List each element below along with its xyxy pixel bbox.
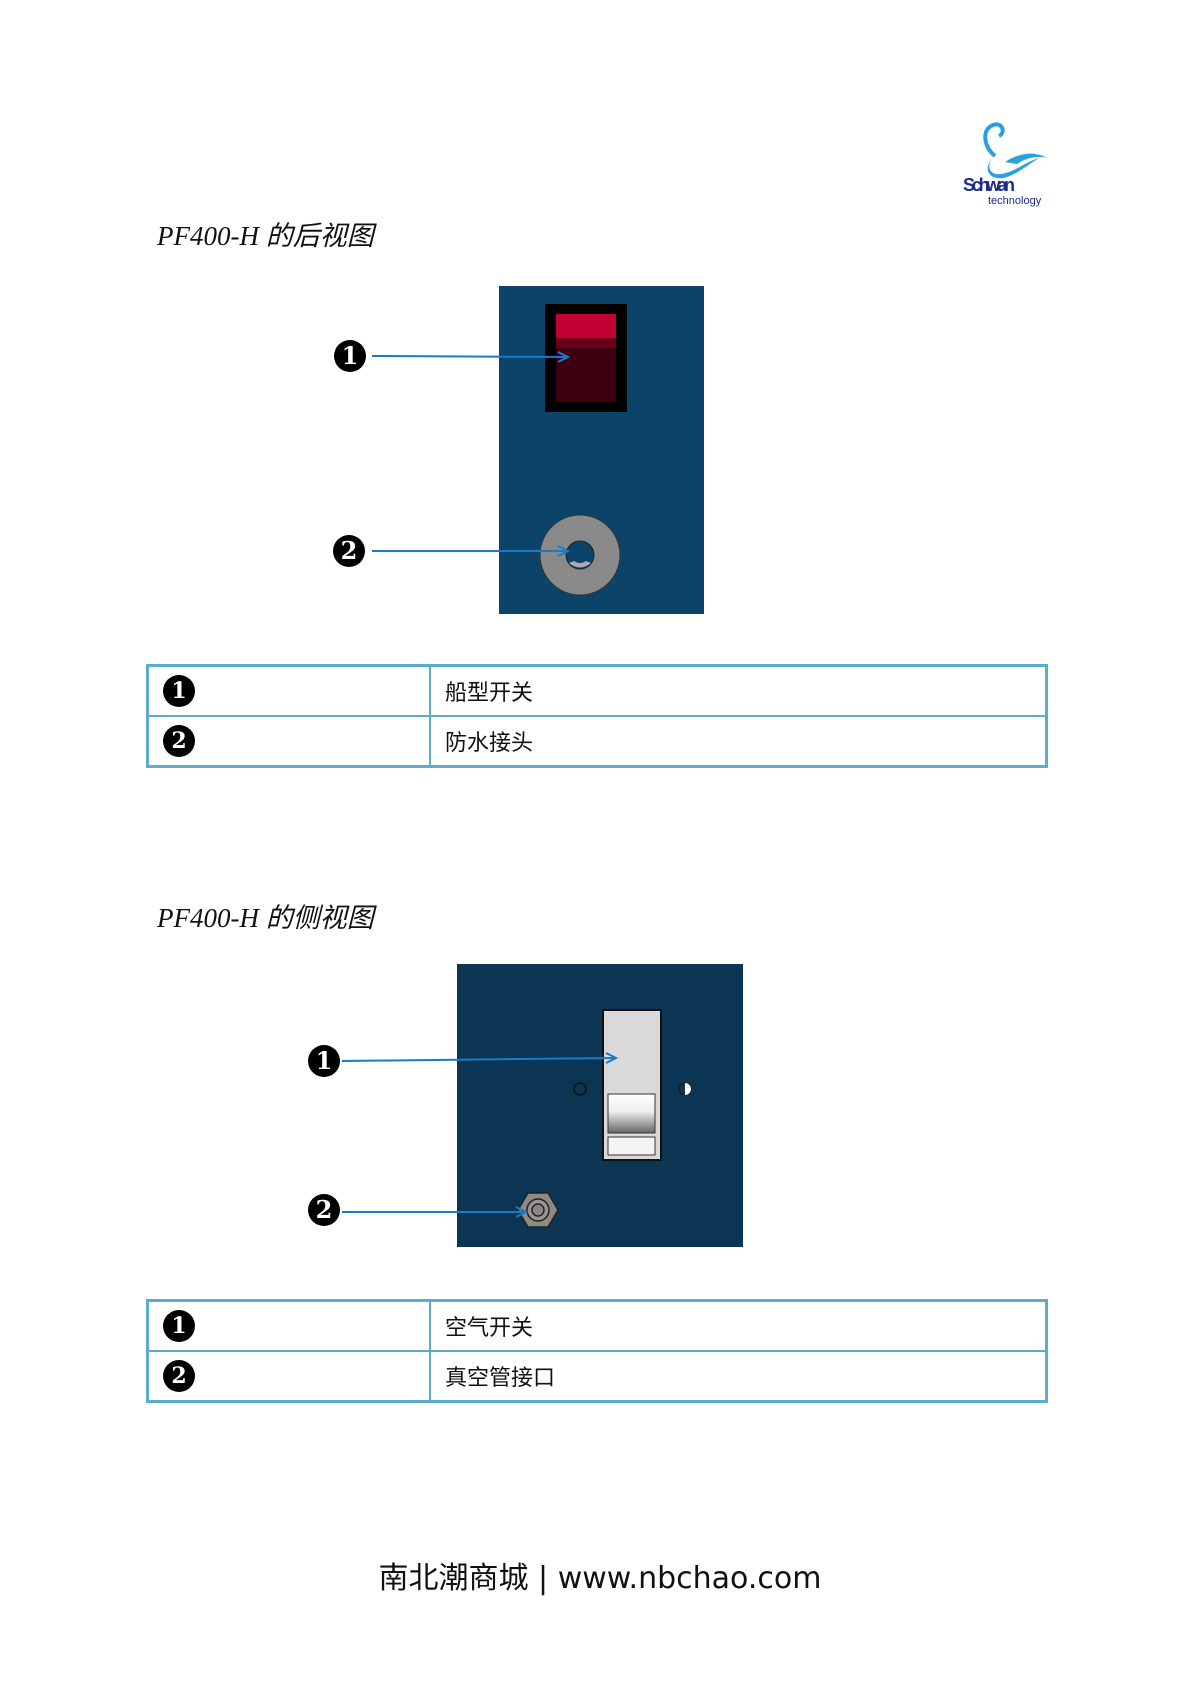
svg-text:technology: technology bbox=[988, 195, 1042, 207]
callout-arrow-1 bbox=[371, 355, 567, 358]
rear-view-title: PF400-H 的后视图 bbox=[157, 221, 374, 251]
rear-view-diagram: 1 2 bbox=[0, 280, 1200, 620]
table-row: 1 空气开关 bbox=[146, 1299, 1048, 1352]
legend-marker: 2 bbox=[163, 725, 195, 757]
legend-marker: 2 bbox=[163, 1360, 195, 1392]
rocker-switch-top bbox=[556, 314, 616, 338]
callout-arrow-1 bbox=[341, 1057, 615, 1062]
legend-marker: 1 bbox=[163, 1310, 195, 1342]
svg-text:Schwan: Schwan bbox=[963, 175, 1015, 195]
schwan-logo: Schwan technology bbox=[955, 118, 1055, 210]
footer-watermark: 南北潮商城 | www.nbchao.com bbox=[378, 1561, 822, 1596]
table-row: 2 防水接头 bbox=[146, 715, 1048, 768]
legend-label: 真空管接口 bbox=[429, 1350, 1048, 1403]
legend-label: 空气开关 bbox=[429, 1299, 1048, 1352]
rear-view-legend-table: 1 船型开关 2 防水接头 bbox=[146, 664, 1048, 768]
callout-marker-1: 1 bbox=[334, 340, 366, 372]
legend-label: 防水接头 bbox=[429, 715, 1048, 768]
side-view-legend-table: 1 空气开关 2 真空管接口 bbox=[146, 1299, 1048, 1403]
table-row: 2 真空管接口 bbox=[146, 1350, 1048, 1403]
side-view-title: PF400-H 的侧视图 bbox=[157, 903, 374, 933]
callout-marker-1: 1 bbox=[308, 1045, 340, 1077]
legend-marker: 1 bbox=[163, 675, 195, 707]
table-row: 1 船型开关 bbox=[146, 664, 1048, 717]
side-panel bbox=[457, 964, 743, 1247]
side-view-diagram: 1 2 bbox=[0, 960, 1200, 1260]
callout-marker-2: 2 bbox=[308, 1194, 340, 1226]
legend-label: 船型开关 bbox=[429, 664, 1048, 717]
callout-marker-2: 2 bbox=[333, 535, 365, 567]
air-switch bbox=[602, 1009, 662, 1161]
